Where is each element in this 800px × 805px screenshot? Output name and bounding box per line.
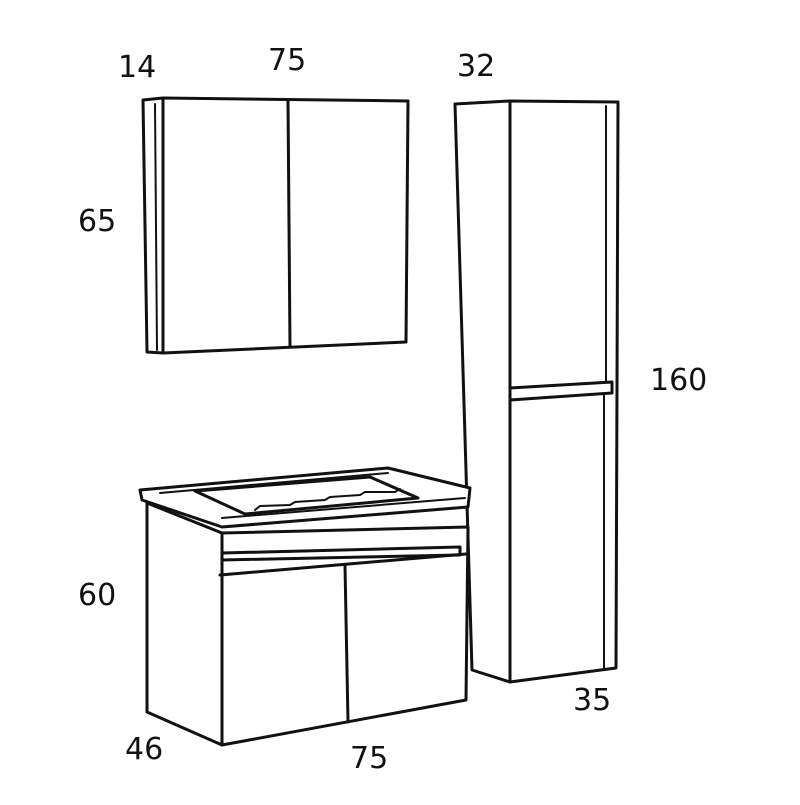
vanity-unit bbox=[138, 466, 472, 747]
mirror-cabinet-width-label: 75 bbox=[268, 43, 307, 78]
vanity-height-label: 60 bbox=[78, 578, 117, 613]
vanity-width-label: 75 bbox=[350, 741, 389, 776]
mirror-cabinet bbox=[141, 96, 410, 355]
tall-cabinet bbox=[453, 99, 620, 684]
vanity-door-split bbox=[343, 564, 350, 724]
mirror-cabinet-edge-shade bbox=[154, 103, 158, 351]
basin-drain-ridges bbox=[254, 488, 401, 511]
vanity-side bbox=[145, 501, 224, 747]
mirror-cabinet-front bbox=[161, 96, 410, 355]
vanity-door-top bbox=[218, 552, 468, 577]
mirror-cabinet-door-split bbox=[286, 98, 292, 349]
vanity-depth-label: 46 bbox=[125, 732, 164, 767]
mirror-cabinet-depth-label: 14 bbox=[118, 50, 157, 85]
mirror-cabinet-height-label: 65 bbox=[78, 204, 117, 239]
tall-cabinet-handle-gap bbox=[508, 380, 614, 402]
tall-cabinet-height-label: 160 bbox=[650, 363, 708, 398]
basin-back-rim bbox=[159, 472, 389, 494]
tall-cabinet-depth-label: 32 bbox=[457, 49, 496, 84]
basin-front-rim bbox=[221, 497, 466, 519]
mirror-cabinet-side bbox=[141, 96, 165, 355]
tall-cabinet-width-label: 35 bbox=[573, 683, 612, 718]
basin-bowl bbox=[193, 475, 420, 516]
